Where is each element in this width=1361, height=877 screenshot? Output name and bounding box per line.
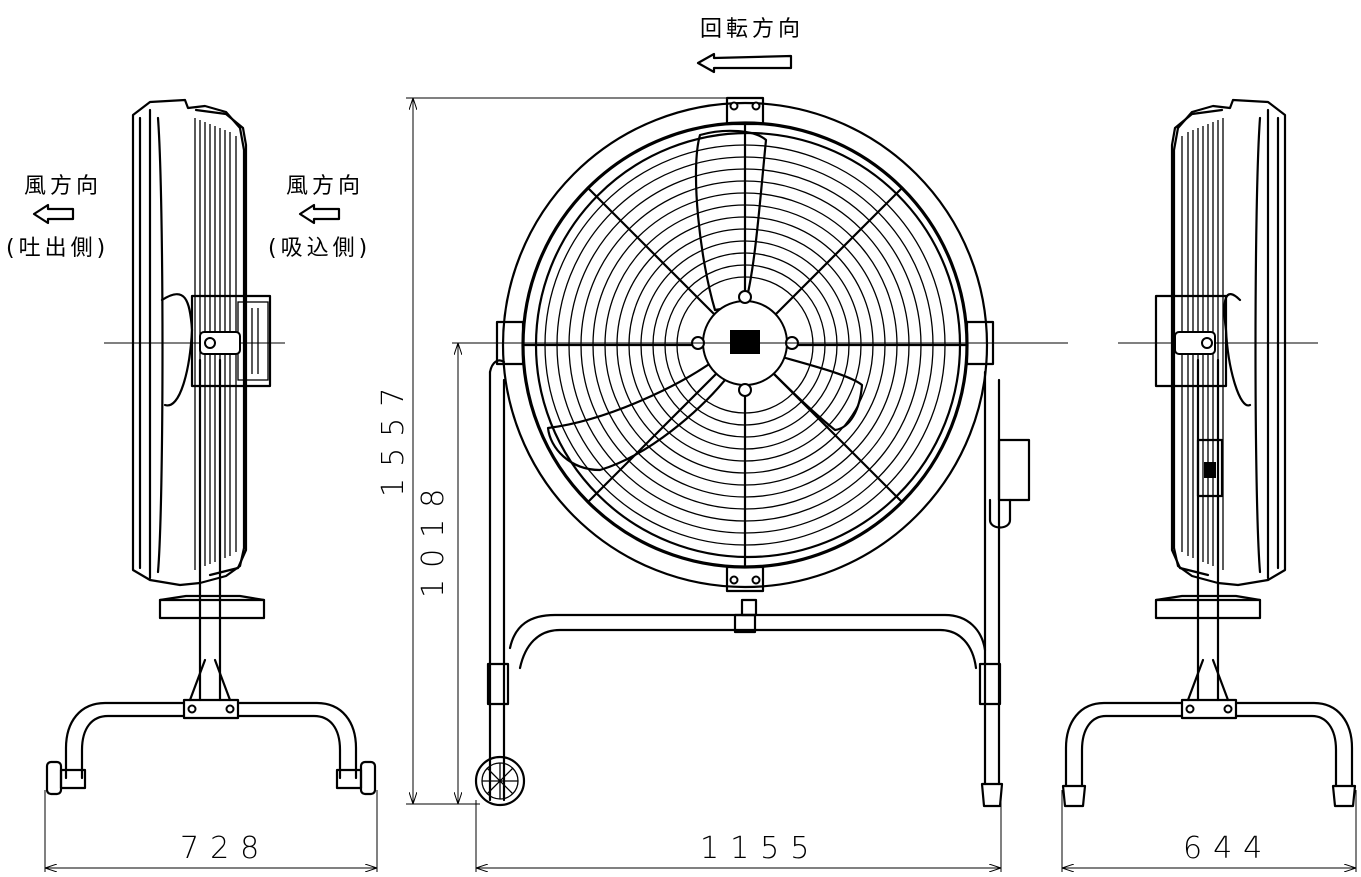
wind-direction-arrow-icon-left <box>32 203 75 225</box>
dimension-total-height: 1557 <box>376 377 411 497</box>
rotation-direction-annotation: 回転方向 <box>696 17 804 74</box>
dimension-left-view-width: 728 <box>180 831 270 866</box>
dimension-lines <box>44 97 1357 872</box>
left-side-view: 風方向 (吐出側) <box>6 98 377 796</box>
front-view: 風方向 (吸込側) <box>268 96 1068 808</box>
dimension-right-view-width: 644 <box>1183 831 1273 866</box>
discharge-side-label: (吐出側) <box>6 236 109 261</box>
dimension-axis-height: 1018 <box>416 478 451 598</box>
wind-direction-label-left: 風方向 <box>24 174 102 199</box>
wind-direction-label-right: 風方向 <box>286 174 364 199</box>
dimension-front-view-width: 1155 <box>700 831 820 866</box>
right-side-view <box>1061 98 1357 808</box>
wind-direction-arrow-icon-right <box>298 203 341 225</box>
rotation-direction-arrow-icon <box>696 52 793 74</box>
intake-side-label: (吸込側) <box>268 236 371 261</box>
rotation-direction-label: 回転方向 <box>700 17 804 42</box>
